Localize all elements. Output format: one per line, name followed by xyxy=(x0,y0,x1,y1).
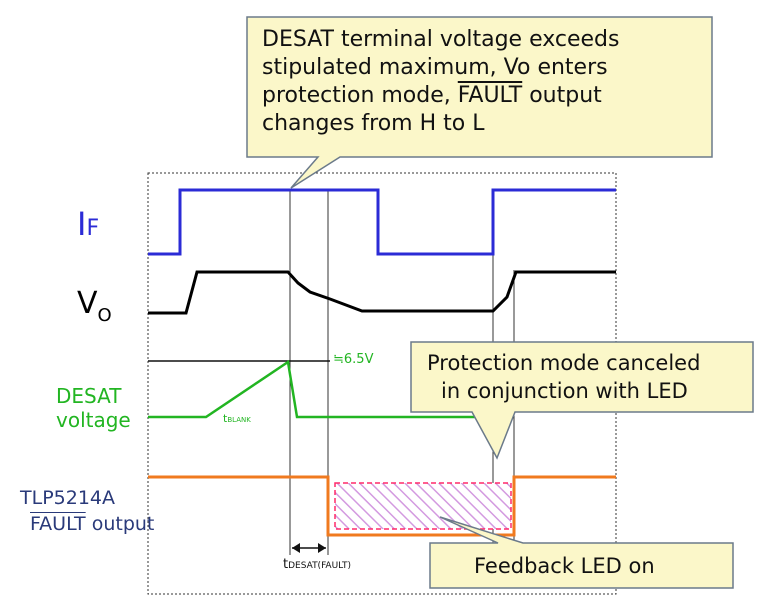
fault-output-line2: FAULT output xyxy=(20,511,154,537)
if-label-main: I xyxy=(77,205,87,243)
desat-waveform xyxy=(148,359,493,419)
callout-top-line: protection mode, FAULT output xyxy=(262,82,619,110)
fault-waveform xyxy=(148,475,616,537)
callout-feedback-box xyxy=(429,516,734,589)
vo-label-sub: O xyxy=(97,305,112,326)
desat-label-line1: DESAT xyxy=(56,384,122,408)
tblank-main: t xyxy=(223,412,228,425)
callout-top-box xyxy=(246,16,713,189)
callout-protection-line: Protection mode canceled xyxy=(427,351,701,375)
feedback-led-region xyxy=(334,482,512,530)
tdesat-main: t xyxy=(283,557,289,572)
fault-output-text: output xyxy=(85,513,155,535)
if-label-sub: F xyxy=(86,216,100,241)
desat-label-line2: voltage xyxy=(56,408,131,432)
tdesat-arrowhead-right xyxy=(318,543,326,553)
fault-output-fault: FAULT xyxy=(30,513,86,535)
callout-top-text-b: output xyxy=(522,83,602,108)
fault-output-line1: TLP5214A xyxy=(20,487,115,509)
callout-protection-line: in conjunction with LED xyxy=(441,379,688,403)
tdesat-label: tDESAT(FAULT) xyxy=(283,557,351,572)
callout-top-line: DESAT terminal voltage exceeds xyxy=(262,27,620,52)
callout-protection-text: Protection mode canceled in conjunction … xyxy=(427,349,700,405)
callout-top-fault: FAULT xyxy=(457,83,523,108)
vo-label-main: V xyxy=(77,286,98,321)
if-label: IF xyxy=(77,205,99,243)
tdesat-arrowhead-left xyxy=(292,543,300,553)
vo-label: VO xyxy=(77,286,112,326)
if-waveform xyxy=(148,188,616,256)
callout-top-line: stipulated maximum, Vo enters xyxy=(262,55,608,80)
callout-feedback-text: Feedback LED on xyxy=(474,554,655,578)
callout-top-text-a: protection mode, xyxy=(262,83,458,108)
tblank-label: tBLANK xyxy=(223,412,251,425)
vo-waveform xyxy=(148,270,616,315)
tdesat-sub: DESAT(FAULT) xyxy=(288,561,351,571)
callout-protection-box xyxy=(410,341,754,460)
desat-label: DESAT voltage xyxy=(56,384,131,432)
tblank-sub: BLANK xyxy=(227,416,251,424)
fault-output-label: TLP5214A FAULT output xyxy=(20,485,154,537)
callout-top-text: DESAT terminal voltage exceeds stipulate… xyxy=(262,26,619,138)
callout-top-line: changes from H to L xyxy=(262,111,485,136)
diagram-frame xyxy=(147,172,617,595)
threshold-label: ≒6.5V xyxy=(333,352,374,367)
